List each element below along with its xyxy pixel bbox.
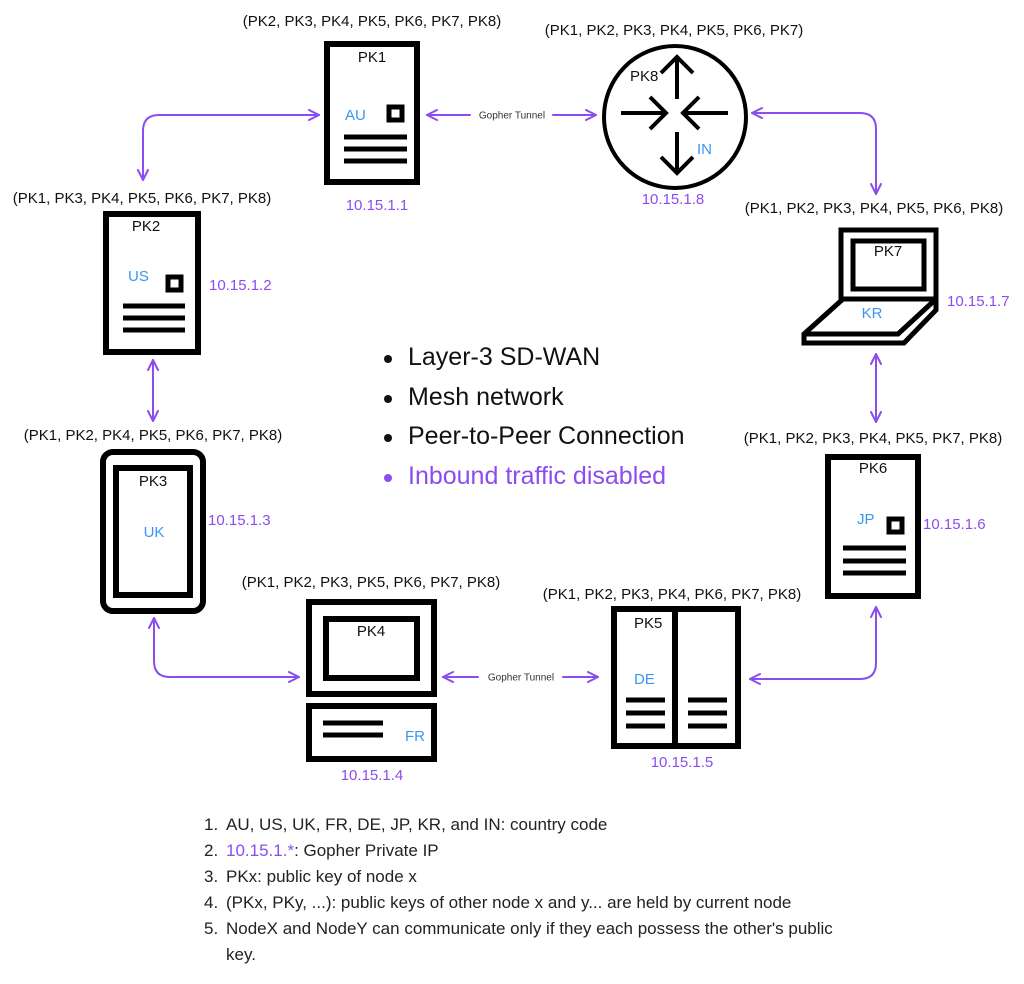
public-key-label: PK2: [132, 218, 160, 235]
feature-item: Mesh network: [382, 378, 685, 418]
country-code: UK: [144, 524, 165, 541]
note-text: (PKx, PKy, ...): public keys of other no…: [226, 893, 792, 912]
router-icon: [602, 44, 748, 190]
private-ip: 10.15.1.3: [208, 512, 271, 529]
legend-notes: 1. AU, US, UK, FR, DE, JP, KR, and IN: co…: [204, 812, 904, 968]
connection-pk4-pk3: [148, 617, 300, 683]
country-code: KR: [862, 305, 883, 322]
note-number: 3.: [204, 867, 219, 886]
desktop-computer-icon: [306, 599, 437, 762]
held-keys: (PK1, PK2, PK3, PK5, PK6, PK7, PK8): [242, 574, 500, 591]
held-keys: (PK2, PK3, PK4, PK5, PK6, PK7, PK8): [243, 13, 501, 30]
held-keys: (PK1, PK2, PK3, PK4, PK5, PK7, PK8): [744, 430, 1002, 447]
note-text: NodeX and NodeY can communicate only if …: [226, 919, 833, 964]
public-key-label: PK7: [874, 243, 902, 260]
country-code: DE: [634, 671, 655, 688]
public-key-label: PK3: [139, 473, 167, 490]
held-keys: (PK1, PK2, PK4, PK5, PK6, PK7, PK8): [24, 427, 282, 444]
note-number: 1.: [204, 815, 219, 834]
public-key-label: PK5: [634, 615, 662, 632]
held-keys: (PK1, PK2, PK3, PK4, PK5, PK6, PK7): [545, 22, 803, 39]
note-text: : Gopher Private IP: [294, 841, 439, 860]
held-keys: (PK1, PK3, PK4, PK5, PK6, PK7, PK8): [13, 190, 271, 207]
country-code: AU: [345, 107, 366, 124]
note-item: 5. NodeX and NodeY can communicate only i…: [204, 916, 866, 968]
connection-pk1-pk8: Gopher Tunnel: [426, 109, 597, 122]
server-icon: [324, 41, 420, 185]
note-item: 3. PKx: public key of node x: [204, 864, 904, 890]
laptop-icon: [801, 227, 939, 346]
connection-pk5-pk4: Gopher Tunnel: [442, 671, 599, 684]
node-pk6[interactable]: (PK1, PK2, PK3, PK4, PK5, PK7, PK8) PK6 …: [744, 430, 1002, 599]
server-icon: [825, 454, 921, 599]
public-key-label: PK8: [630, 68, 658, 85]
tunnel-label: Gopher Tunnel: [479, 111, 545, 122]
private-ip: 10.15.1.7: [947, 293, 1010, 310]
connection-pk6-pk5: [749, 606, 882, 685]
feature-item: Layer-3 SD-WAN: [382, 338, 685, 378]
note-item: 4. (PKx, PKy, ...): public keys of other …: [204, 890, 904, 916]
country-code: US: [128, 268, 149, 285]
connection-pk2-pk1: [137, 109, 320, 181]
note-text: PKx: public key of node x: [226, 867, 417, 886]
network-features-list: Layer-3 SD-WAN Mesh network Peer-to-Peer…: [382, 338, 685, 496]
connection-pk8-pk7: [751, 107, 882, 195]
note-number: 2.: [204, 841, 219, 860]
node-pk1[interactable]: (PK2, PK3, PK4, PK5, PK6, PK7, PK8) PK1 …: [243, 13, 501, 214]
node-pk4[interactable]: (PK1, PK2, PK3, PK5, PK6, PK7, PK8) PK4 …: [242, 574, 500, 784]
phone-icon: [100, 449, 206, 614]
note-ip-prefix: 10.15.1.*: [226, 841, 295, 860]
public-key-label: PK6: [859, 460, 887, 477]
node-pk5[interactable]: (PK1, PK2, PK3, PK4, PK6, PK7, PK8) PK5 …: [543, 586, 801, 771]
country-code: FR: [405, 728, 425, 745]
private-ip: 10.15.1.6: [923, 516, 986, 533]
network-diagram: Gopher Tunnel Gopher Tunnel (PK2, PK3, P…: [13, 13, 1010, 784]
note-text: AU, US, UK, FR, DE, JP, KR, and IN: coun…: [226, 815, 608, 834]
node-pk8[interactable]: (PK1, PK2, PK3, PK4, PK5, PK6, PK7) PK8 …: [545, 22, 803, 208]
public-key-label: PK1: [358, 49, 386, 66]
private-ip: 10.15.1.1: [346, 197, 409, 214]
feature-item-highlighted: Inbound traffic disabled: [382, 457, 685, 497]
tunnel-label: Gopher Tunnel: [488, 673, 554, 684]
feature-item: Peer-to-Peer Connection: [382, 417, 685, 457]
private-ip: 10.15.1.5: [651, 754, 714, 771]
note-number: 5.: [204, 919, 219, 938]
private-ip: 10.15.1.4: [341, 767, 404, 784]
public-key-label: PK4: [357, 623, 385, 640]
held-keys: (PK1, PK2, PK3, PK4, PK5, PK6, PK8): [745, 200, 1003, 217]
rack-server-icon: [611, 606, 741, 749]
server-icon: [103, 211, 201, 355]
held-keys: (PK1, PK2, PK3, PK4, PK6, PK7, PK8): [543, 586, 801, 603]
node-pk7[interactable]: (PK1, PK2, PK3, PK4, PK5, PK6, PK8) PK7 …: [745, 200, 1010, 346]
country-code: JP: [857, 511, 875, 528]
private-ip: 10.15.1.8: [642, 191, 705, 208]
node-pk3[interactable]: (PK1, PK2, PK4, PK5, PK6, PK7, PK8) PK3 …: [24, 427, 282, 614]
note-number: 4.: [204, 893, 219, 912]
note-item: 1. AU, US, UK, FR, DE, JP, KR, and IN: co…: [204, 812, 904, 838]
private-ip: 10.15.1.2: [209, 277, 272, 294]
node-pk2[interactable]: (PK1, PK3, PK4, PK5, PK6, PK7, PK8) PK2 …: [13, 190, 272, 355]
note-item: 2. 10.15.1.*: Gopher Private IP: [204, 838, 904, 864]
country-code: IN: [697, 141, 712, 158]
